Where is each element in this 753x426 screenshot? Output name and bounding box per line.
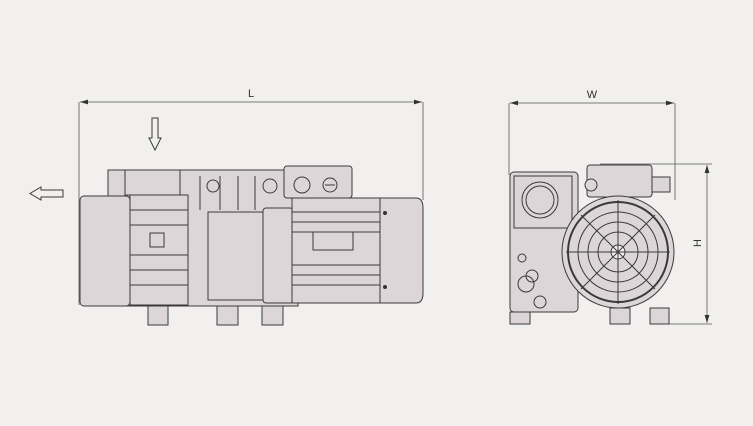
outlet-arrow-icon	[29, 186, 64, 201]
inlet-arrow-icon	[148, 117, 162, 152]
pump-front-body	[509, 164, 675, 325]
pump-side-body	[79, 165, 424, 326]
width-label: W	[587, 89, 598, 101]
width-dimension: W	[508, 89, 676, 200]
height-label: H	[692, 239, 704, 247]
side-view: L	[29, 88, 424, 326]
fan-guard-icon	[566, 200, 670, 304]
length-dimension: L	[78, 88, 424, 305]
front-view: W H	[508, 89, 712, 325]
length-label: L	[248, 88, 254, 100]
